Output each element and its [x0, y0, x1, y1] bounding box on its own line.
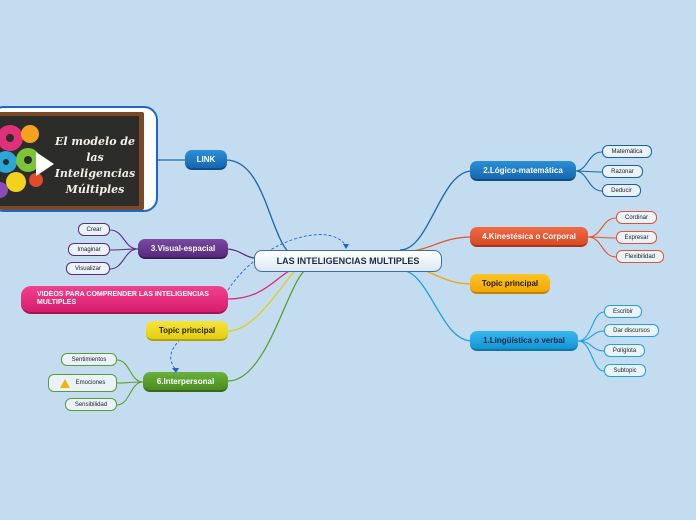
- connector-link: [225, 159, 301, 259]
- video-thumbnail[interactable]: El modelo de las Inteligencias Múltiples…: [0, 112, 144, 210]
- connector-logico: [399, 170, 473, 251]
- leaf-emociones-label: Emociones: [75, 380, 106, 386]
- connector-interpersonal: [227, 267, 311, 382]
- leaf-matematica[interactable]: Matemática: [602, 145, 652, 158]
- leaf-razonar[interactable]: Razonar: [602, 165, 643, 178]
- branch-videos[interactable]: VIDEOS PARA COMPRENDER LAS INTELIGENCIAS…: [21, 286, 228, 314]
- branch-topic-right[interactable]: Topic principal: [470, 274, 550, 294]
- relationship-dashed-top: [227, 234, 347, 291]
- leaf-expresar[interactable]: Expresar: [616, 231, 657, 244]
- leaf-emociones[interactable]: Emociones: [48, 374, 117, 392]
- branch-interpersonal[interactable]: 6.Interpersonal: [143, 372, 228, 392]
- play-icon[interactable]: [36, 152, 54, 176]
- branch-topic-left[interactable]: Topic principal: [146, 321, 228, 341]
- leaf-sensibilidad[interactable]: Sensibilidad: [65, 398, 117, 411]
- link-preview-frame[interactable]: El modelo de las Inteligencias Múltiples…: [0, 106, 158, 212]
- leaf-escribir[interactable]: Escribir: [604, 305, 642, 318]
- leaf-dar-discursos[interactable]: Dar discursos: [604, 324, 659, 337]
- leaf-imaginar[interactable]: Imaginar: [68, 243, 110, 256]
- connector-linguistica: [399, 269, 473, 342]
- branch-linguistica[interactable]: 1.Lingüística o verbal: [470, 331, 578, 351]
- warning-icon: [59, 378, 70, 388]
- leaf-subtopic[interactable]: Subtopic: [604, 364, 646, 377]
- connector-videos: [227, 267, 301, 300]
- connector-topic-left: [227, 267, 301, 332]
- leaf-crear[interactable]: Crear: [78, 223, 110, 236]
- branch-link[interactable]: LINK: [185, 150, 227, 170]
- branch-kinestesica[interactable]: 4.Kinestésica o Corporal: [470, 227, 588, 247]
- gears-illustration: [0, 125, 43, 198]
- branch-visual-espacial[interactable]: 3.Visual-espacial: [138, 239, 228, 259]
- central-topic[interactable]: LAS INTELIGENCIAS MULTIPLES: [254, 250, 442, 272]
- thumbnail-title: El modelo de las Inteligencias Múltiples: [54, 135, 136, 196]
- relationship-dashed-left: [170, 335, 185, 371]
- leaf-deducir[interactable]: Deducir: [602, 184, 641, 197]
- leaf-sentimientos[interactable]: Sentimientos: [61, 353, 117, 366]
- leaf-poliglota[interactable]: Políglota: [604, 344, 645, 357]
- chalkboard: El modelo de las Inteligencias Múltiples…: [0, 116, 139, 206]
- connector-visual: [225, 248, 257, 259]
- leaf-flexibilidad[interactable]: Flexibilidad: [616, 250, 664, 263]
- leaf-visualizar[interactable]: Visualizar: [66, 262, 110, 275]
- leaf-cordinar[interactable]: Cordinar: [616, 211, 657, 224]
- branch-logico-matematica[interactable]: 2.Lógico-matemática: [470, 161, 576, 181]
